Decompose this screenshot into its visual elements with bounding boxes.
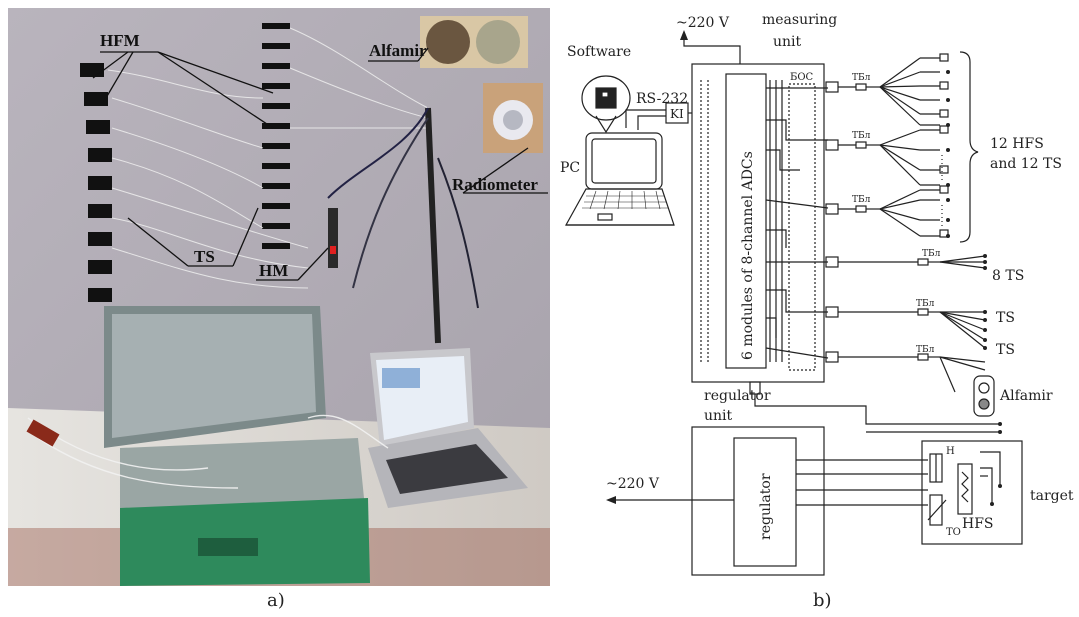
fan-group-3 xyxy=(866,186,948,237)
measuring-unit-label-line2: unit xyxy=(773,34,802,50)
ts8-label: 8 TS xyxy=(992,268,1024,284)
measuring-unit-box xyxy=(692,64,824,382)
teb-label-3: ТБл xyxy=(852,195,871,205)
measuring-unit-label-line1: measuring xyxy=(762,12,837,28)
ki-label: KI xyxy=(670,107,684,121)
hfs-label: HFS xyxy=(962,516,994,532)
adc-modules-label: 6 modules of 8-channel ADCs xyxy=(740,151,756,360)
rs232-label: RS-232 xyxy=(636,91,688,107)
teb-label-1: ТБл xyxy=(852,73,871,83)
fan-group-1 xyxy=(866,54,948,125)
caption-b: b) xyxy=(813,590,832,611)
heater-label: H xyxy=(946,446,955,457)
fan-group-2 xyxy=(866,126,948,185)
software-label: Software xyxy=(567,44,631,60)
left-supply-label: ~220 V xyxy=(606,476,660,492)
alfamir-label: Alfamir xyxy=(999,388,1053,404)
bos-label: БОС xyxy=(790,72,814,83)
teb-label-4: ТБл xyxy=(922,249,941,259)
top-supply-label: ~220 V xyxy=(676,15,730,31)
hfs-ts-group-label-line2: and 12 TS xyxy=(990,156,1062,172)
regulator-unit-label-line2: unit xyxy=(704,408,733,424)
teb-label-5: ТБл xyxy=(916,299,935,309)
teb-label-6: ТБл xyxy=(916,345,935,355)
caption-a: a) xyxy=(267,590,285,611)
ts-label-a: TS xyxy=(996,310,1015,326)
teb-label-2: ТБл xyxy=(852,131,871,141)
ts-label-b: TS xyxy=(996,342,1015,358)
pc-label: PC xyxy=(560,160,580,176)
regulator-unit-label-line1: regulator xyxy=(704,388,771,404)
to-label: TO xyxy=(946,527,961,538)
regulator-label: regulator xyxy=(758,473,774,540)
target-label: target xyxy=(1030,488,1074,504)
hfs-ts-group-label-line1: 12 HFS xyxy=(990,136,1044,152)
